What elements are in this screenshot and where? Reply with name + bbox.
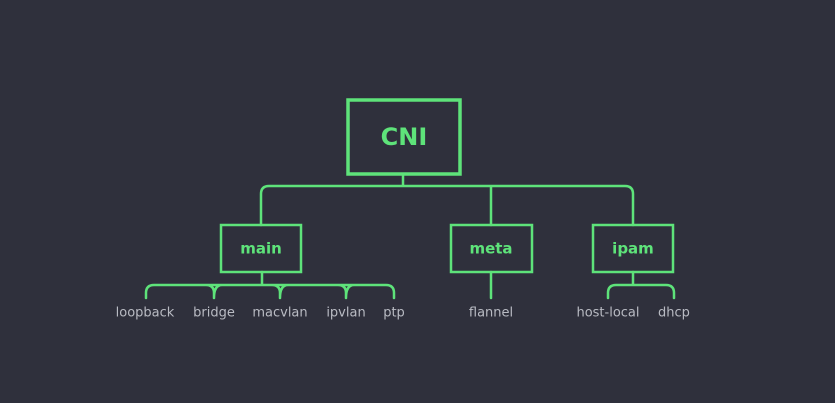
leaf-dhcp: dhcp	[658, 306, 690, 321]
ipam-connector	[606, 270, 676, 300]
leaf-loopback: loopback	[116, 306, 175, 321]
leaf-ipvlan: ipvlan	[326, 306, 365, 321]
leaf-ptp: ptp	[383, 306, 405, 321]
leaf-flannel: flannel	[469, 306, 513, 321]
group-node-main: main	[219, 223, 303, 274]
group-label-ipam: ipam	[612, 240, 654, 258]
leaf-macvlan: macvlan	[252, 306, 307, 321]
group-node-ipam: ipam	[591, 223, 675, 274]
group-label-meta: meta	[469, 240, 512, 258]
main-connector	[144, 270, 396, 300]
leaf-bridge: bridge	[193, 306, 235, 321]
leaf-host-local: host-local	[576, 306, 639, 321]
cni-root-node: CNI	[346, 98, 462, 176]
root-connector	[259, 172, 635, 227]
group-label-main: main	[240, 240, 282, 258]
group-node-meta: meta	[449, 223, 534, 274]
cni-root-label: CNI	[381, 123, 428, 151]
